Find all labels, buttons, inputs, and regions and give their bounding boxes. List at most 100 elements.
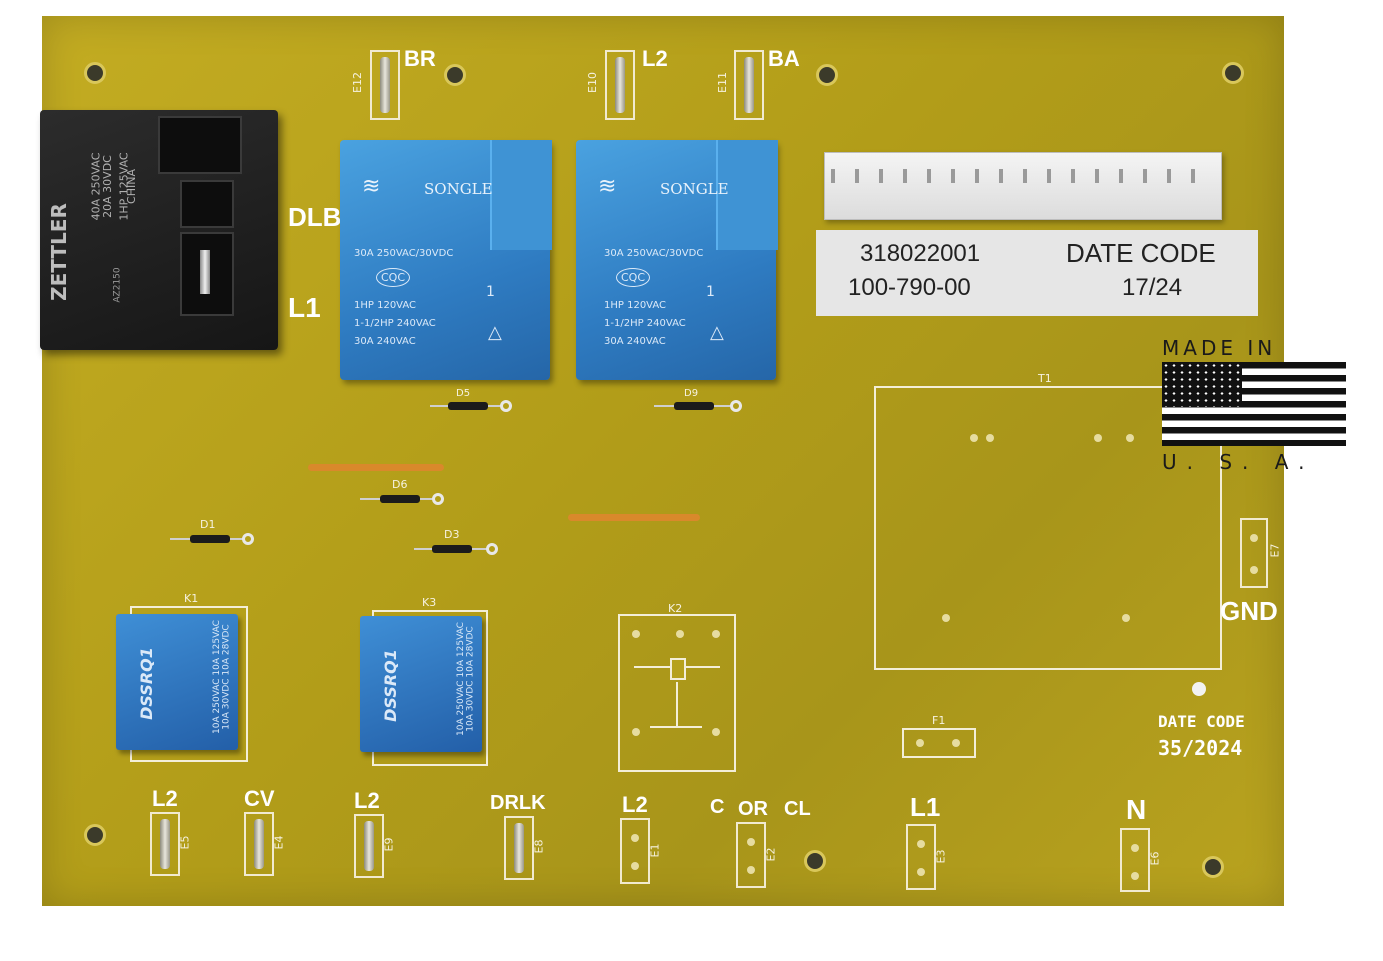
terminal-e10 — [605, 50, 635, 120]
label-bottom-l2-b: L2 — [354, 788, 380, 813]
label-br: BR — [404, 46, 436, 71]
label-bottom-c: C — [710, 796, 725, 818]
sticker-date-code-label: DATE CODE — [1066, 238, 1216, 268]
songle-2-spec1: 30A 250VAC/30VDC — [604, 248, 704, 259]
k3-spec1: 10A 250VAC 10A 125VAC — [455, 622, 466, 736]
mounting-hole — [1222, 62, 1244, 84]
relay-k1: DSSRQ1 10A 250VAC 10A 125VAC 10A 30VDC 1… — [116, 614, 238, 750]
k1-spec1: 10A 250VAC 10A 125VAC — [211, 620, 222, 734]
k1-model: DSSRQ1 — [136, 647, 156, 720]
diode-d1 — [190, 535, 230, 543]
songle-1-logo: ≋ — [362, 174, 381, 199]
zettler-spec-4: CHINA — [124, 169, 138, 204]
terminal-e12 — [370, 50, 400, 120]
mounting-hole — [444, 64, 466, 86]
label-d5: D5 — [456, 388, 471, 399]
label-e2: E2 — [764, 847, 778, 862]
zettler-side-code: AZ2150 — [112, 267, 123, 303]
label-bottom-l2-c: L2 — [622, 792, 648, 817]
terminal-e11 — [734, 50, 764, 120]
label-gnd: GND — [1220, 596, 1278, 626]
diode-d6 — [380, 495, 420, 503]
made-in-usa-badge: MADE IN U. S. A. — [1160, 336, 1350, 476]
label-e6: E6 — [1148, 851, 1162, 866]
songle-1-spec2: 1HP 120VAC — [354, 300, 417, 311]
usa-text: U. S. A. — [1162, 450, 1315, 474]
mounting-hole — [84, 62, 106, 84]
zettler-spec-2: 20A 30VDC — [100, 155, 114, 218]
terminal-e6 — [1120, 828, 1150, 892]
warning-icon: △ — [710, 322, 724, 343]
pcb-board: BR E12 L2 E10 BA E11 ZETTLER 40A 250VAC … — [40, 16, 1284, 906]
part-label-sticker: 318022001 100-790-00 DATE CODE 17/24 — [816, 230, 1258, 316]
warning-icon: △ — [488, 322, 502, 343]
pin-header-connector — [824, 152, 1222, 220]
label-d1: D1 — [200, 518, 216, 531]
songle-2-num: 1 — [706, 284, 715, 300]
label-l2-top: L2 — [642, 46, 668, 71]
label-e8: E8 — [532, 839, 546, 854]
songle-2-cqc: CQC — [616, 268, 651, 287]
mounting-hole — [84, 824, 106, 846]
relay-songle-1: ≋ SONGLE 30A 250VAC/30VDC CQC 1HP 120VAC… — [340, 140, 552, 380]
relay-zettler: ZETTLER 40A 250VAC 20A 30VDC 1HP 125VAC … — [40, 110, 278, 350]
label-e1: E1 — [648, 843, 662, 858]
label-bottom-or: OR — [738, 798, 768, 820]
songle-1-spec4: 30A 240VAC — [354, 336, 416, 347]
relay-songle-2: ≋ SONGLE 30A 250VAC/30VDC CQC 1HP 120VAC… — [576, 140, 778, 380]
songle-2-logo: ≋ — [598, 174, 617, 199]
diode-d5 — [448, 402, 488, 410]
k3-model: DSSRQ1 — [380, 649, 400, 722]
songle-1-brand: SONGLE — [424, 180, 493, 198]
label-e11: E11 — [715, 72, 729, 93]
label-t1: T1 — [1038, 372, 1052, 385]
label-dlb: DLB — [288, 202, 342, 232]
diode-d3 — [432, 545, 472, 553]
terminal-e4 — [244, 812, 274, 876]
zettler-brand: ZETTLER — [46, 203, 71, 301]
terminal-e8 — [504, 816, 534, 880]
made-in-text: MADE IN — [1162, 336, 1277, 360]
songle-2-spec3: 1-1/2HP 240VAC — [604, 318, 686, 329]
label-k1: K1 — [184, 592, 199, 605]
label-bottom-n: N — [1126, 794, 1147, 825]
songle-2-spec2: 1HP 120VAC — [604, 300, 667, 311]
label-e12: E12 — [350, 72, 364, 93]
songle-1-num: 1 — [486, 284, 495, 300]
terminal-e1 — [620, 818, 650, 884]
k3-spec2: 10A 30VDC 10A 28VDC — [465, 626, 476, 732]
k1-spec2: 10A 30VDC 10A 28VDC — [221, 624, 232, 730]
label-d3: D3 — [444, 528, 460, 541]
label-l1-left: L1 — [288, 292, 321, 323]
label-f1: F1 — [932, 714, 946, 727]
label-date-value: 35/2024 — [1158, 736, 1243, 760]
terminal-e5 — [150, 812, 180, 876]
label-bottom-drlk: DRLK — [490, 792, 546, 814]
mounting-hole — [816, 64, 838, 86]
label-d9: D9 — [684, 388, 699, 399]
label-bottom-cl: CL — [784, 798, 811, 820]
label-e7: E7 — [1268, 543, 1282, 558]
mounting-hole — [1202, 856, 1224, 878]
sticker-date-code-value: 17/24 — [1122, 274, 1183, 301]
label-k2: K2 — [668, 602, 683, 615]
relay-k2-footprint — [618, 614, 736, 772]
diode-d9 — [674, 402, 714, 410]
copper-trace — [308, 464, 444, 471]
label-ba: BA — [768, 46, 800, 71]
transformer-t1-outline — [874, 386, 1222, 670]
songle-1-cqc: CQC — [376, 268, 411, 287]
sub-number: 100-790-00 — [848, 274, 971, 301]
label-k3: K3 — [422, 596, 437, 609]
label-e5: E5 — [178, 835, 192, 850]
label-d6: D6 — [392, 478, 408, 491]
copper-trace — [568, 514, 700, 521]
songle-2-brand: SONGLE — [660, 180, 729, 198]
part-number: 318022001 — [860, 240, 981, 267]
label-e4: E4 — [272, 835, 286, 850]
terminal-e9 — [354, 814, 384, 878]
fuse-f1-footprint — [902, 728, 976, 758]
label-bottom-cv: CV — [244, 786, 275, 811]
songle-1-spec3: 1-1/2HP 240VAC — [354, 318, 436, 329]
label-bottom-l1: L1 — [910, 792, 941, 822]
